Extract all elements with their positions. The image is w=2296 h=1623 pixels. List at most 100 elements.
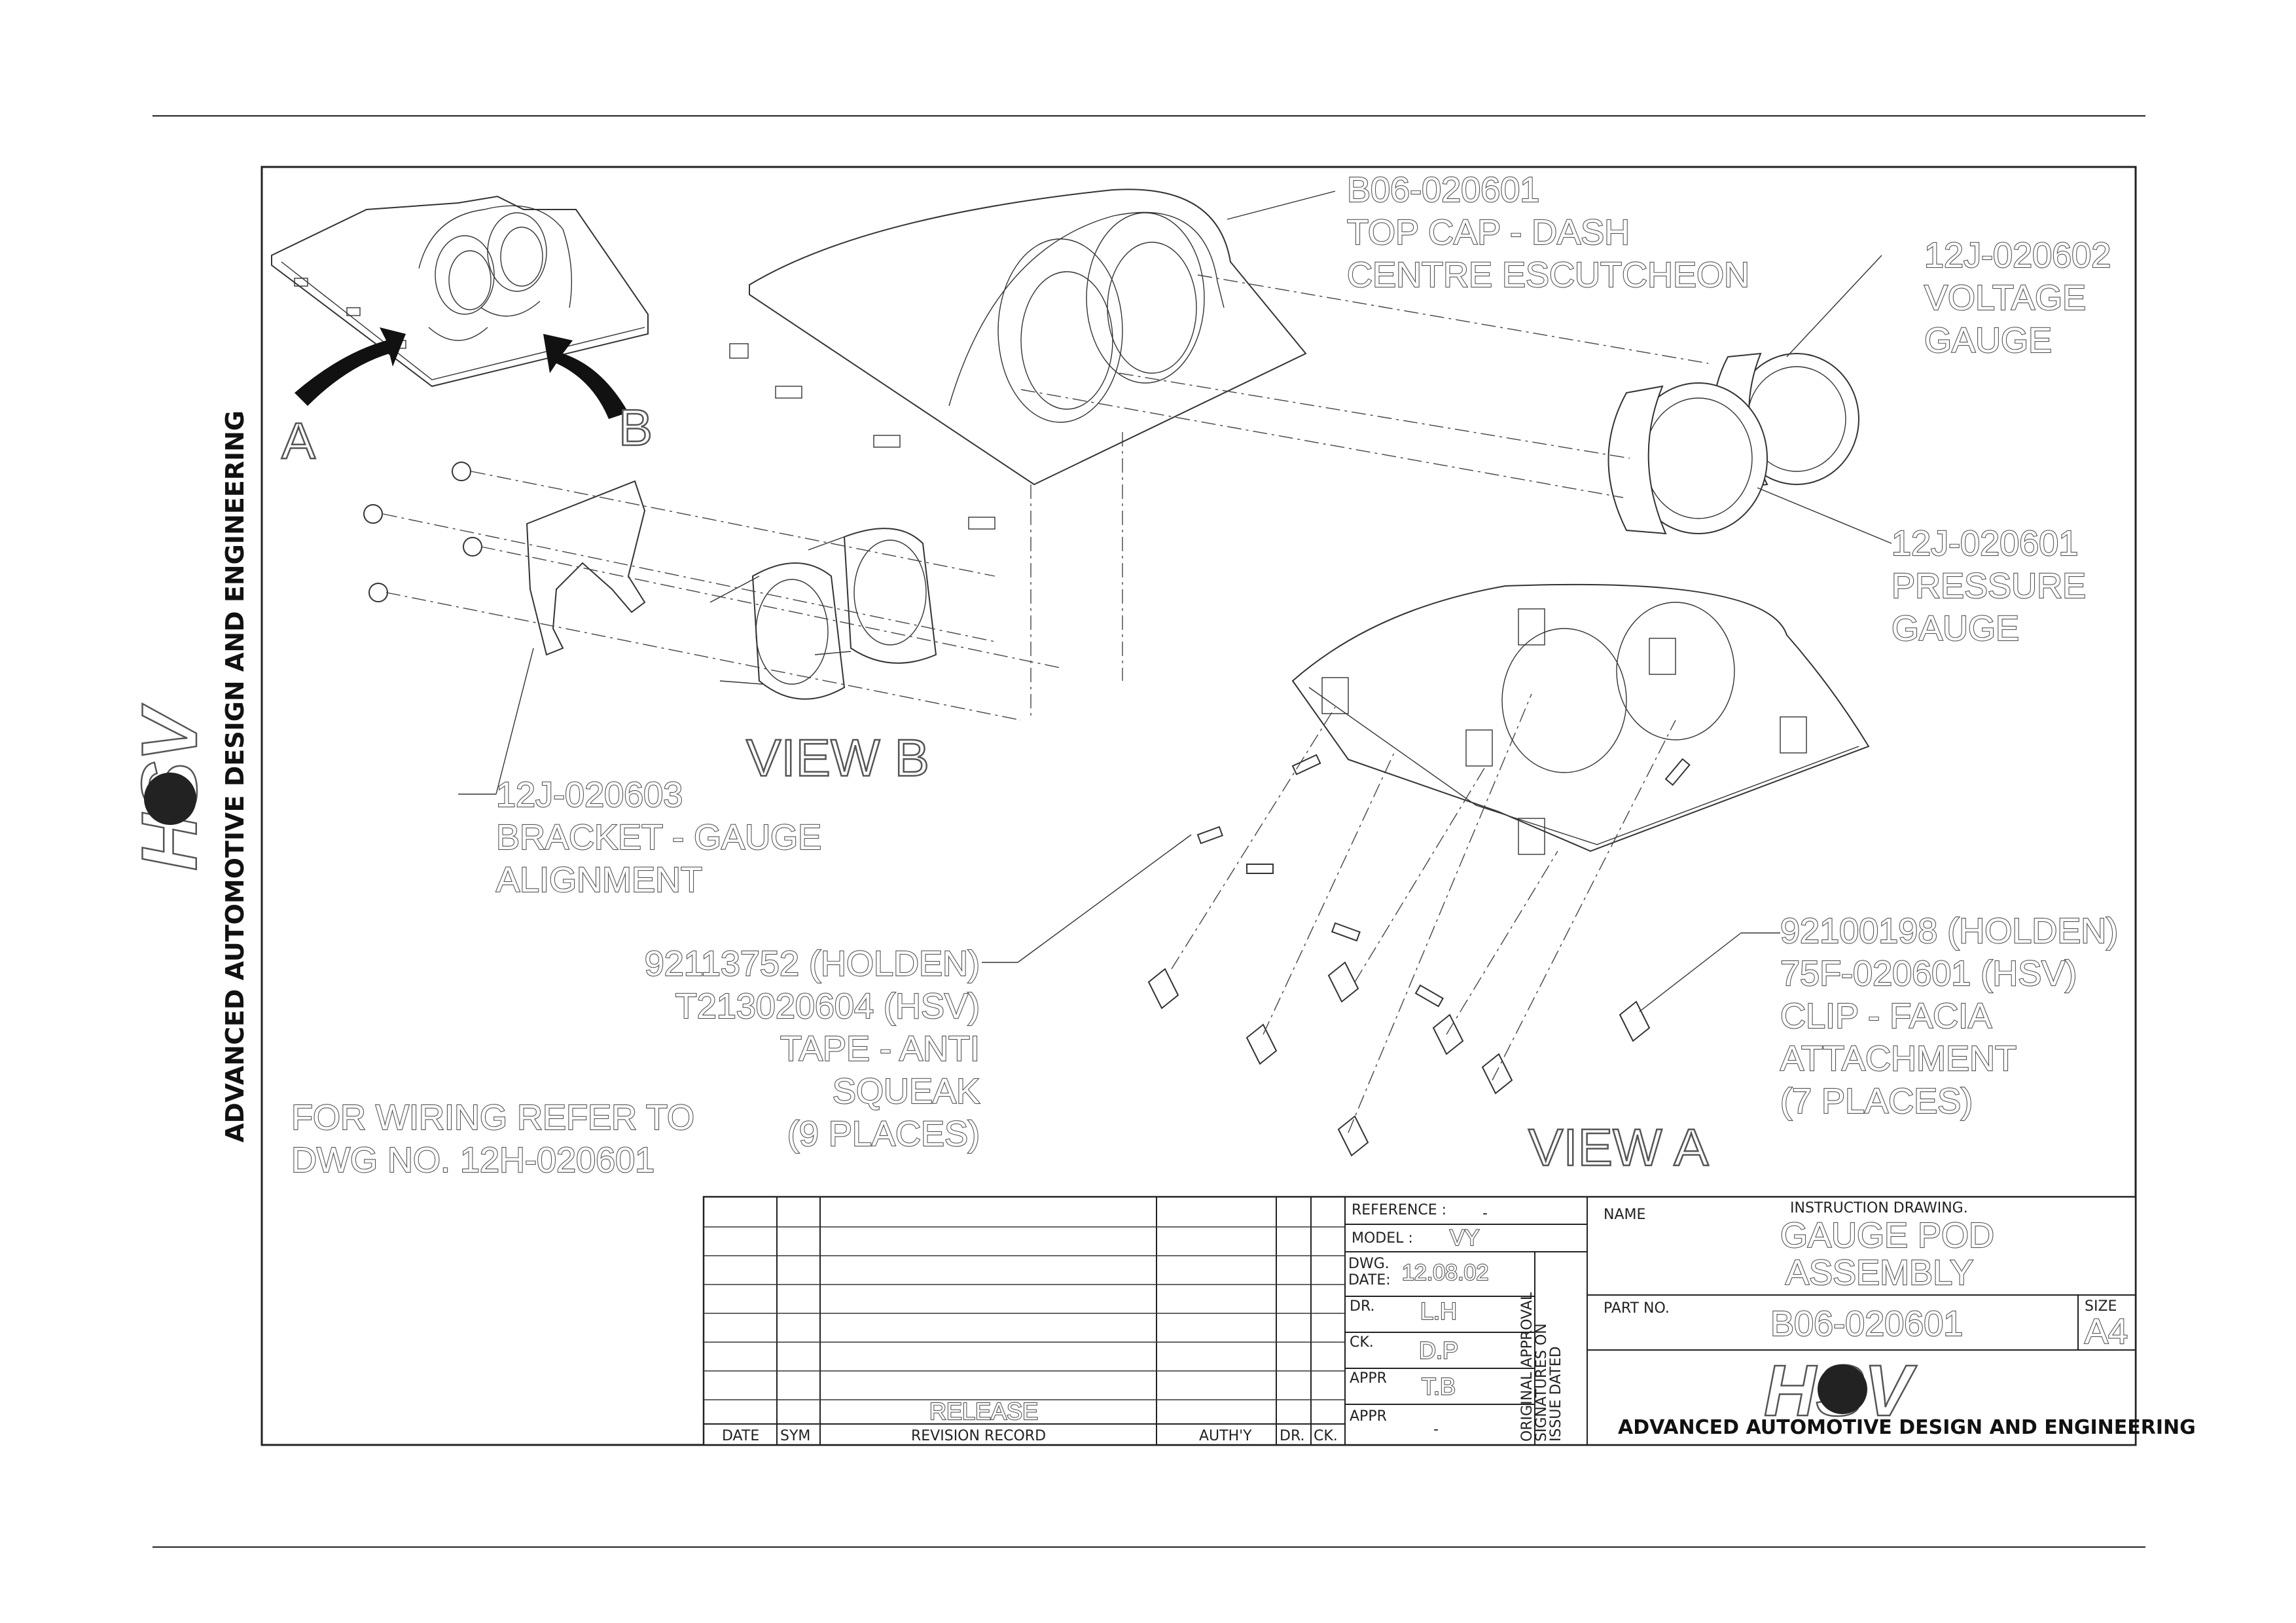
model-value: VY xyxy=(1450,1226,1479,1250)
view-b-thumbnail xyxy=(271,195,649,388)
tape-desc-1: TAPE - ANTI xyxy=(780,1029,980,1068)
clip-callout: 92100198 (HOLDEN) 75F-020601 (HSV) CLIP … xyxy=(1780,911,2119,1122)
ck-col: CK. xyxy=(1314,1428,1338,1444)
model-label: MODEL : xyxy=(1352,1230,1413,1247)
name-label: NAME xyxy=(1604,1207,1645,1223)
side-logo-text: HSV xyxy=(126,703,213,871)
centerline xyxy=(1263,752,1395,1035)
pod-underside-part xyxy=(1291,583,1870,855)
top-cap-desc-2: CENTRE ESCUTCHEON xyxy=(1347,255,1749,295)
arrow-a-icon xyxy=(295,327,406,406)
centerline xyxy=(1354,765,1486,983)
date-col: DATE xyxy=(722,1428,759,1444)
appr2-value: - xyxy=(1433,1421,1439,1438)
top-cap-part xyxy=(729,189,1307,530)
side-logo-emblem xyxy=(144,773,196,825)
voltage-desc-1: VOLTAGE xyxy=(1924,278,2086,318)
approval-note-1: ORIGINAL APPROVAL xyxy=(1519,1292,1535,1442)
top-cap-desc-1: TOP CAP - DASH xyxy=(1347,213,1630,252)
pressure-part-no: 12J-020601 xyxy=(1892,524,2078,563)
view-a-label: VIEW A xyxy=(1528,1118,1709,1176)
arrow-b-icon xyxy=(543,334,628,419)
clip-leader xyxy=(1639,932,1742,1012)
voltage-callout: 12J-020602 VOLTAGE GAUGE xyxy=(1924,235,2111,361)
centerline xyxy=(1446,850,1558,1035)
title-company-text: ADVANCED AUTOMOTIVE DESIGN AND ENGINEERI… xyxy=(1618,1416,2196,1439)
tape-holden-no: 92113752 (HOLDEN) xyxy=(645,944,980,983)
arrow-b-label: B xyxy=(619,399,653,456)
clip-desc-1: CLIP - FACIA xyxy=(1780,996,1992,1036)
arrow-a-label: A xyxy=(281,412,315,469)
appr2-label: APPR xyxy=(1350,1408,1387,1425)
tape-hsv-no: T213020604 (HSV) xyxy=(675,987,980,1026)
ck-value: D.P xyxy=(1419,1337,1458,1364)
side-company-text: ADVANCED AUTOMOTIVE DESIGN AND ENGINEERI… xyxy=(221,410,249,1142)
auth-col: AUTH'Y xyxy=(1199,1428,1252,1444)
bracket-desc-1: BRACKET - GAUGE xyxy=(496,818,821,857)
side-hsv-logo: HSV xyxy=(125,702,215,871)
clip-desc-2: ATTACHMENT xyxy=(1780,1039,2017,1078)
appr-value: T.B xyxy=(1422,1373,1456,1400)
tape-desc-2: SQUEAK xyxy=(833,1072,980,1111)
dr-label: DR. xyxy=(1350,1298,1374,1315)
title-block: RELEASE DATE SYM REVISION RECORD AUTH'Y … xyxy=(702,1195,2196,1446)
voltage-desc-2: GAUGE xyxy=(1924,321,2052,360)
bracket-callout: 12J-020603 BRACKET - GAUGE ALIGNMENT xyxy=(495,775,822,900)
dr-col: DR. xyxy=(1280,1428,1304,1444)
top-cap-callout: B06-020601 TOP CAP - DASH CENTRE ESCUTCH… xyxy=(1346,170,1750,295)
reference-label: REFERENCE : xyxy=(1352,1202,1446,1218)
dwg-label-1: DWG. xyxy=(1348,1256,1390,1272)
top-cap-part-no: B06-020601 xyxy=(1347,170,1539,210)
pressure-gauge-leader xyxy=(1757,487,1892,544)
tape-leader xyxy=(1017,834,1192,963)
centerline xyxy=(480,546,1061,668)
pressure-callout: 12J-020601 PRESSURE GAUGE xyxy=(1891,523,2087,649)
top-cap-leader xyxy=(1227,191,1336,220)
title-line-2: ASSEMBLY xyxy=(1785,1253,1973,1292)
pressure-desc-2: GAUGE xyxy=(1892,609,2019,648)
voltage-gauge-leader xyxy=(1786,255,1882,357)
size-value: A4 xyxy=(2085,1312,2128,1351)
clip-hsv-no: 75F-020601 (HSV) xyxy=(1780,954,2077,993)
nut-fasteners xyxy=(363,462,482,602)
title-line-1: GAUGE POD xyxy=(1780,1216,1994,1255)
approval-note-3: ISSUE DATED xyxy=(1548,1346,1564,1442)
centerline xyxy=(386,592,1022,721)
dwg-label-2: DATE: xyxy=(1348,1272,1391,1288)
clip-qty: (7 PLACES) xyxy=(1780,1082,1973,1121)
view-b-label: VIEW B xyxy=(746,729,929,787)
centerline xyxy=(1348,693,1532,1133)
wiring-note-line-1: FOR WIRING REFER TO xyxy=(291,1098,694,1137)
pressure-gauge-part xyxy=(1607,382,1768,535)
title-logo-emblem xyxy=(1818,1364,1867,1414)
part-no-value: B06-020601 xyxy=(1770,1304,1963,1343)
bracket-part-no: 12J-020603 xyxy=(496,775,683,814)
ck-label: CK. xyxy=(1350,1334,1374,1351)
tape-callout: 92113752 (HOLDEN) T213020604 (HSV) TAPE … xyxy=(644,943,980,1154)
pressure-desc-1: PRESSURE xyxy=(1892,566,2086,606)
dr-value: L.H xyxy=(1420,1298,1457,1324)
title-hsv-logo: HSV xyxy=(1763,1350,1918,1432)
tape-pieces xyxy=(1196,754,1691,1008)
gauge-rings xyxy=(709,528,937,700)
reference-value: - xyxy=(1482,1205,1488,1222)
bracket-desc-2: ALIGNMENT xyxy=(496,860,702,900)
centerline xyxy=(1119,373,1630,459)
part-no-label: PART NO. xyxy=(1604,1300,1670,1317)
approval-note-2: SIGNATURES ON xyxy=(1534,1323,1550,1442)
wiring-note-line-2: DWG NO. 12H-020601 xyxy=(291,1140,655,1180)
tape-qty: (9 PLACES) xyxy=(787,1114,980,1154)
release-text: RELEASE xyxy=(929,1398,1038,1425)
dwg-date: 12.08.02 xyxy=(1402,1260,1488,1285)
bracket-part xyxy=(526,480,646,656)
centerline xyxy=(1171,706,1336,970)
record-col: REVISION RECORD xyxy=(911,1428,1046,1444)
instruction-label: INSTRUCTION DRAWING. xyxy=(1790,1200,1968,1216)
voltage-part-no: 12J-020602 xyxy=(1924,236,2111,275)
appr-label: APPR xyxy=(1350,1370,1387,1387)
bracket-leader xyxy=(495,647,534,795)
clip-holden-no: 92100198 (HOLDEN) xyxy=(1780,911,2118,951)
wiring-note: FOR WIRING REFER TO DWG NO. 12H-020601 xyxy=(291,1097,695,1180)
centerline xyxy=(471,471,996,577)
